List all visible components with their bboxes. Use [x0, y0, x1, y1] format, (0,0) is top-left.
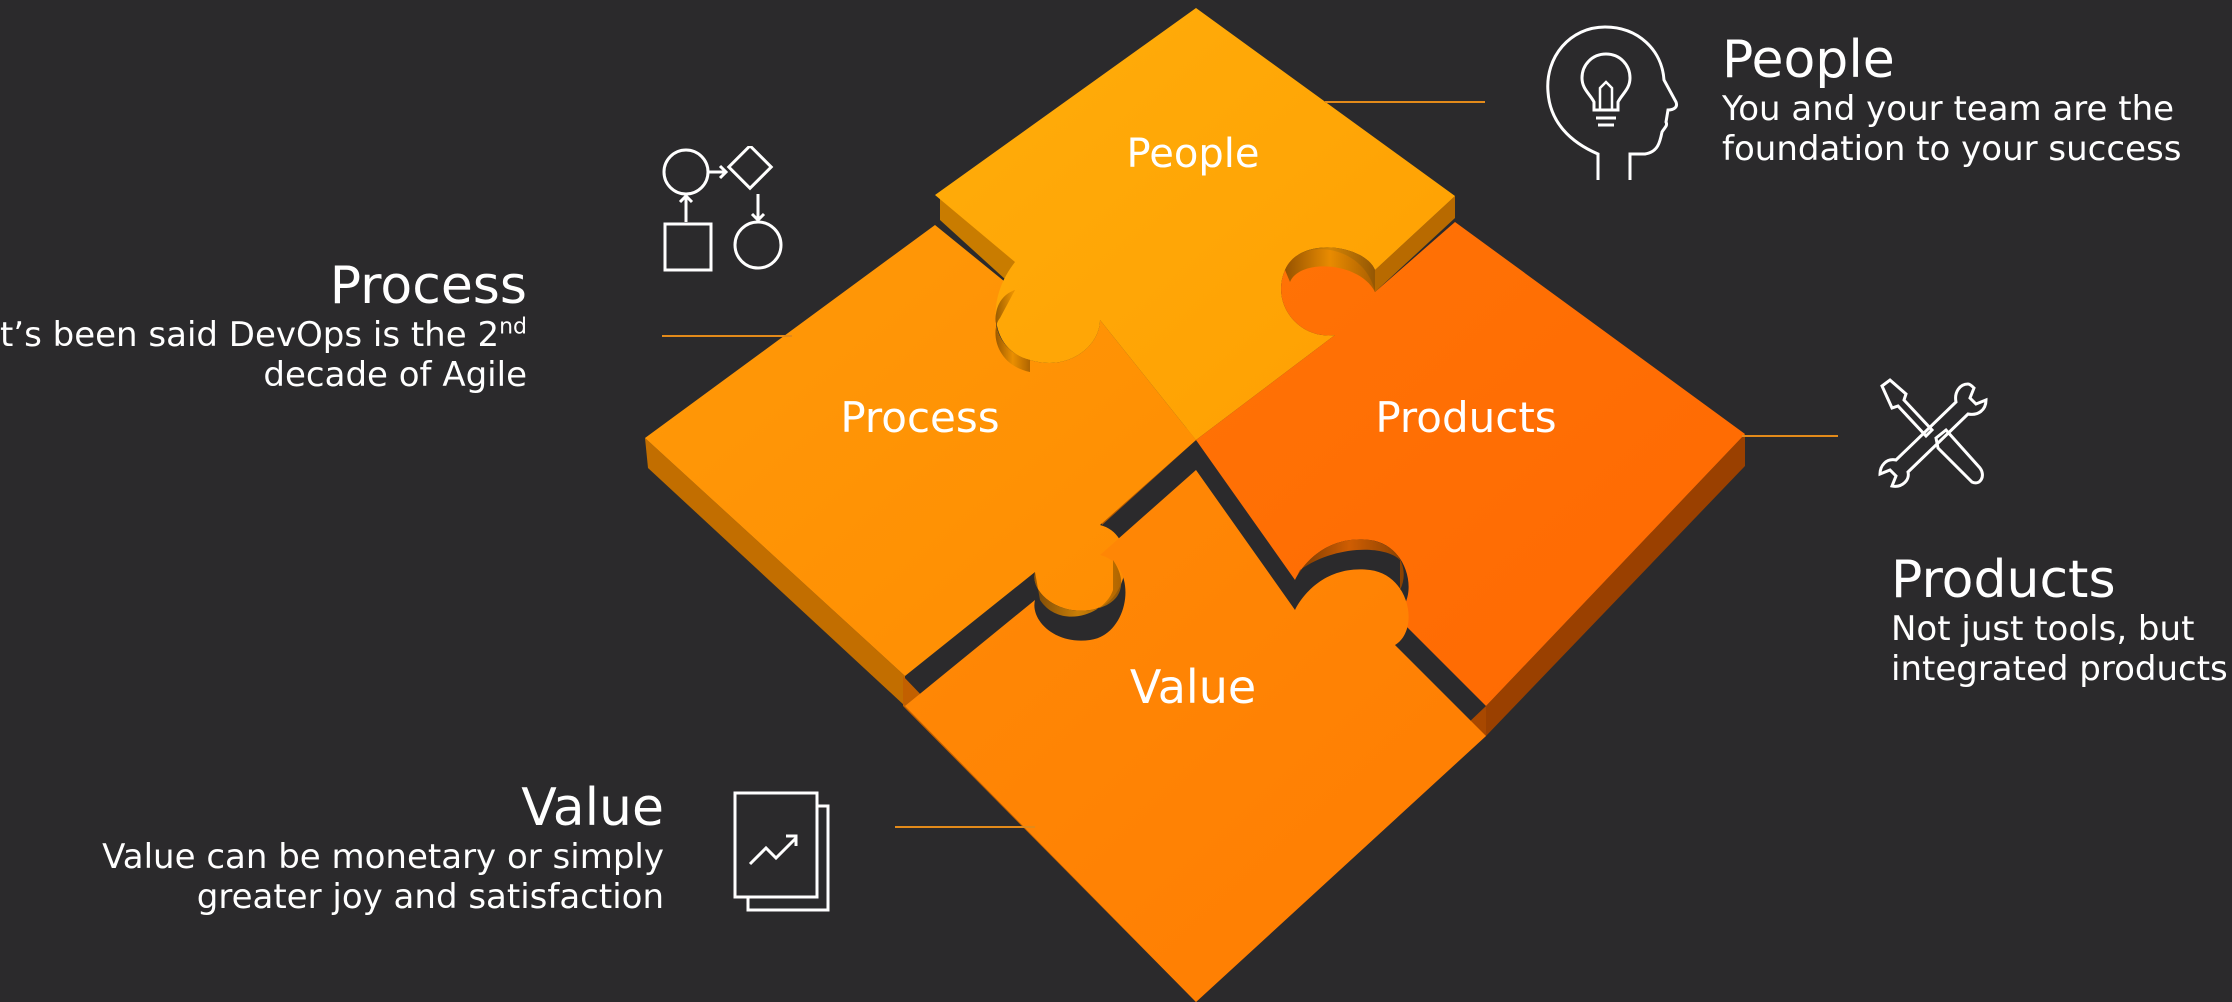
products-callout: Products Not just tools, but integrated … — [1891, 551, 2228, 689]
people-piece-label: People — [1127, 131, 1260, 177]
value-callout-title: Value — [521, 778, 664, 838]
products-callout-title: Products — [1891, 550, 2116, 610]
process-callout-desc-line1-sup: nd — [499, 314, 527, 340]
products-callout-desc-line1: Not just tools, but — [1891, 609, 2195, 649]
process-callout: Process It’s been said DevOps is the 2nd… — [0, 257, 527, 395]
value-piece — [905, 470, 1486, 1002]
products-piece — [1196, 222, 1745, 706]
people-connector-line — [1325, 101, 1485, 103]
value-callout-desc-line2: greater joy and satisfaction — [196, 877, 664, 917]
process-callout-title: Process — [329, 256, 527, 316]
value-piece-label: Value — [1130, 660, 1256, 714]
value-callout-desc-line1: Value can be monetary or simply — [102, 837, 664, 877]
value-callout: Value Value can be monetary or simply gr… — [102, 779, 664, 917]
products-piece-label: Products — [1375, 393, 1556, 442]
products-connector-line — [1742, 435, 1838, 437]
process-callout-desc-line2: decade of Agile — [263, 355, 527, 395]
people-callout-desc-line1: You and your team are the — [1722, 89, 2175, 129]
people-piece — [935, 8, 1455, 440]
process-flow-icon — [662, 146, 783, 272]
process-piece-label: Process — [840, 393, 999, 442]
products-callout-desc-line2: integrated products — [1891, 649, 2228, 689]
process-callout-desc-line1: It’s been said DevOps is the 2nd — [0, 315, 527, 355]
process-piece — [645, 225, 1196, 676]
people-callout-title: People — [1722, 30, 1895, 90]
process-connector-line — [662, 335, 792, 337]
wrench-screwdriver-icon — [1878, 378, 1988, 488]
trend-chart-document-icon — [733, 791, 830, 912]
people-callout-desc-line2: foundation to your success — [1722, 129, 2182, 169]
puzzle-hole-shading — [995, 247, 1404, 617]
value-connector-line — [895, 826, 1035, 828]
process-callout-desc-line1-text: It’s been said DevOps is the 2 — [0, 315, 500, 355]
head-lightbulb-icon — [1546, 25, 1678, 180]
people-callout: People You and your team are the foundat… — [1722, 31, 2181, 169]
